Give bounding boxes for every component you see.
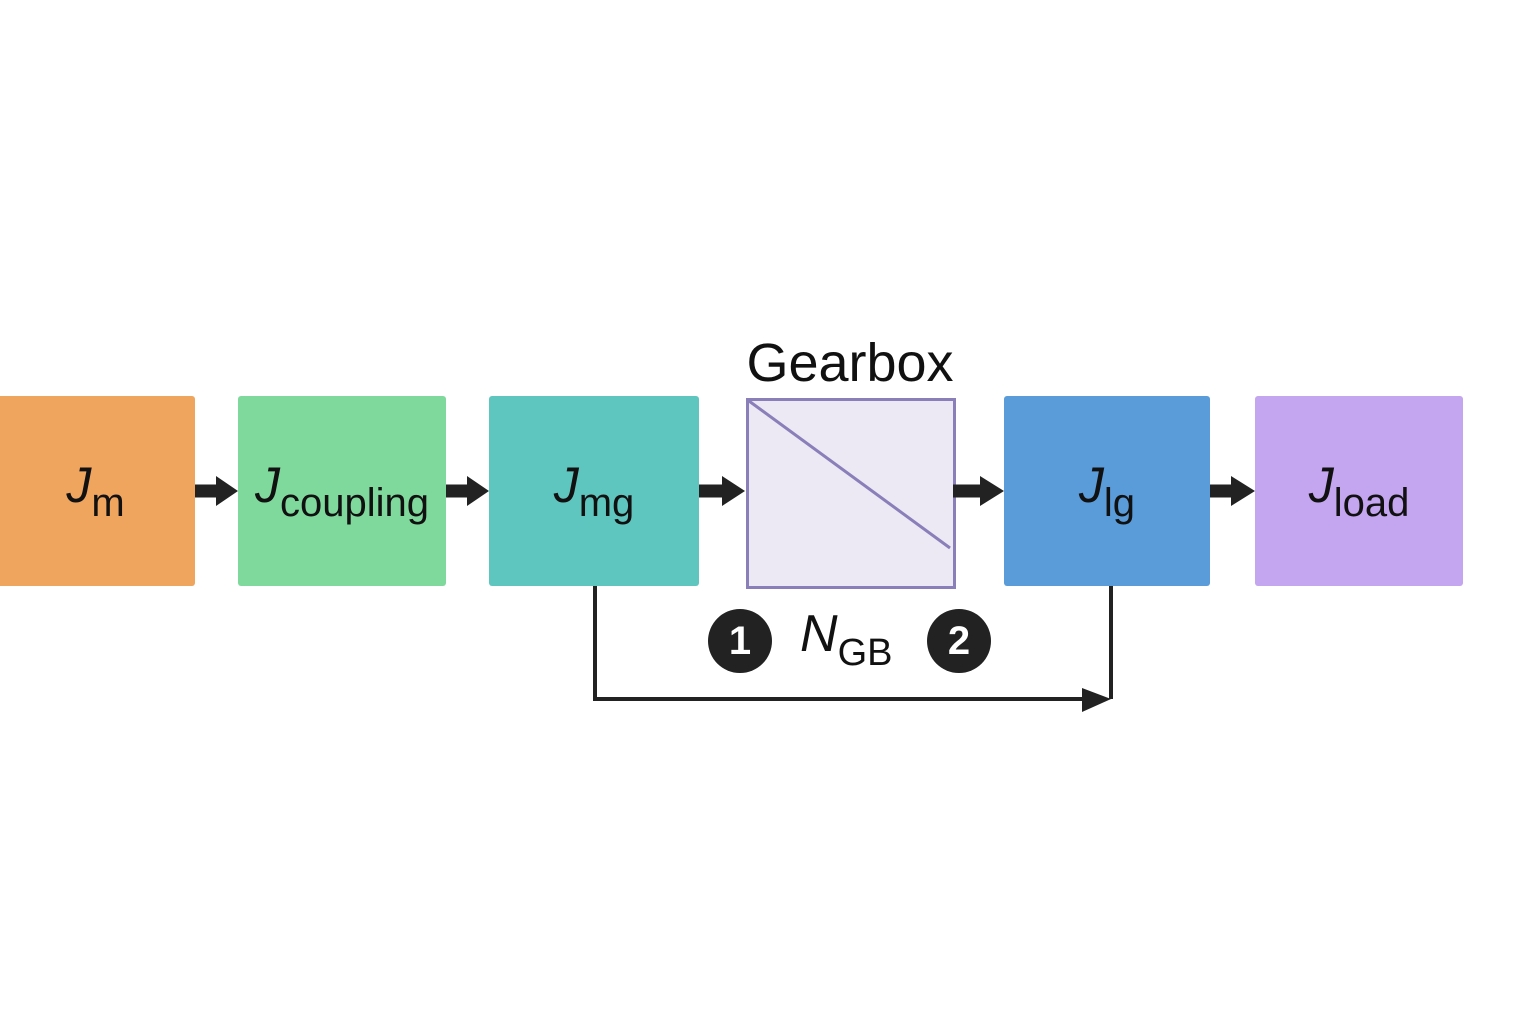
gearbox-side-1-badge: 1: [708, 609, 772, 673]
arrow-lg-to-load: [1210, 476, 1255, 506]
block-j-lg: Jlg: [1004, 396, 1210, 586]
arrow-mg-to-gearbox: [699, 476, 745, 506]
label-j-load: Jload: [1308, 456, 1410, 525]
label-j-lg: Jlg: [1078, 456, 1136, 525]
gearbox-title: Gearbox: [746, 333, 954, 393]
block-j-coupling: Jcoupling: [238, 396, 446, 586]
arrow-coupling-to-mg: [446, 476, 489, 506]
arrow-m-to-coupling: [195, 476, 238, 506]
arrow-gearbox-to-lg: [953, 476, 1004, 506]
block-j-m: Jm: [0, 396, 195, 586]
label-j-mg: Jmg: [553, 456, 635, 525]
gear-ratio-label: NGB: [800, 605, 893, 674]
gearbox-block: [746, 398, 956, 589]
block-j-mg: Jmg: [489, 396, 699, 586]
block-j-load: Jload: [1255, 396, 1463, 586]
bypass-connector-mg-to-lg: [593, 586, 1113, 712]
label-j-m: Jm: [66, 456, 125, 525]
gearbox-side-2-badge: 2: [927, 609, 991, 673]
label-j-coupling: Jcoupling: [254, 456, 429, 525]
gearbox-diagonal: [748, 399, 951, 550]
